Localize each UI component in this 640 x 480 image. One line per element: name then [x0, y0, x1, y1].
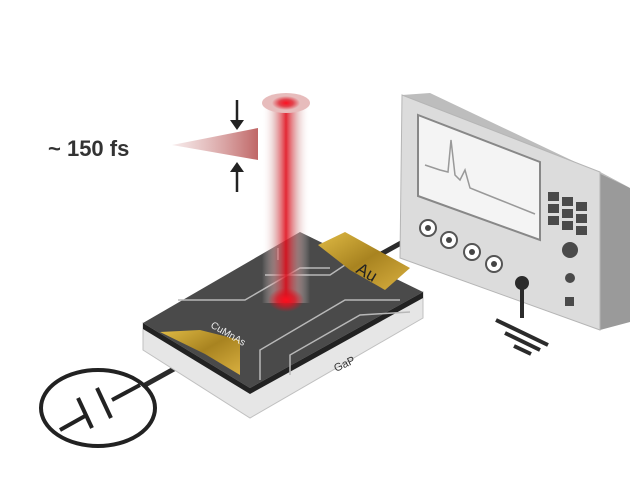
pulse-duration-label: ~ 150 fs — [48, 136, 129, 161]
au-electrode-top — [318, 232, 410, 290]
waveform-trace — [424, 139, 536, 215]
pulse-width-arrows-icon — [230, 100, 244, 192]
knob-icon — [562, 242, 578, 258]
pulse-shape — [172, 128, 258, 160]
ground-symbol-icon — [495, 276, 549, 356]
button-grid — [548, 192, 587, 235]
au-electrode-bottom — [160, 330, 240, 375]
laser-spot — [268, 288, 304, 312]
oscilloscope-screen — [417, 113, 541, 242]
voltage-source-symbol-icon — [39, 368, 157, 448]
oscilloscope — [399, 93, 630, 331]
laser-beam — [262, 93, 310, 312]
knob-icon — [565, 273, 575, 283]
power-switch-icon — [565, 297, 574, 306]
